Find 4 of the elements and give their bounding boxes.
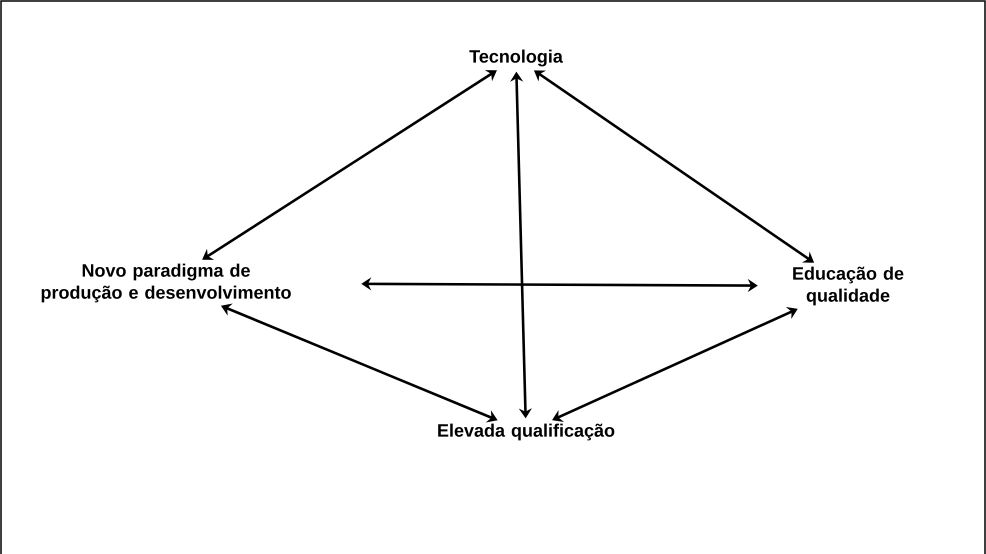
node-label: Novo paradigma de produção e desenvolvimento [42, 264, 291, 302]
node-label: Elevada qualificação [438, 424, 614, 440]
node-label: Tecnologia [469, 50, 563, 66]
node-label: Educação de qualidade [793, 266, 904, 306]
